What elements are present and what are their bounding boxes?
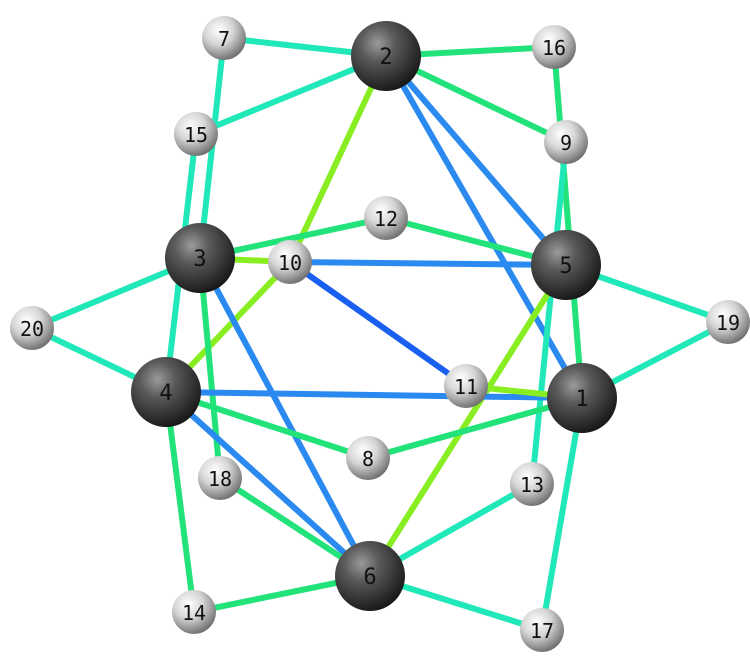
- atom-5: 5: [531, 230, 601, 300]
- bond-16-1: [551, 46, 585, 399]
- atom-18: 18: [198, 456, 242, 500]
- bond-10-11: [288, 259, 468, 389]
- atom-sphere-20: [10, 306, 54, 350]
- atom-sphere-3: [165, 223, 235, 293]
- atom-10: 10: [268, 240, 312, 284]
- bond-1-17: [539, 397, 585, 631]
- atom-9: 9: [544, 120, 588, 164]
- bond-4-1: [165, 389, 583, 401]
- atom-sphere-11: [444, 364, 488, 408]
- atom-14: 14: [172, 590, 216, 634]
- atom-16: 16: [532, 25, 576, 69]
- atom-4: 4: [131, 357, 201, 427]
- atom-sphere-18: [198, 456, 242, 500]
- bond-2-10: [287, 54, 389, 264]
- bond-10-5: [289, 259, 567, 268]
- atom-sphere-14: [172, 590, 216, 634]
- bond-3-6: [197, 256, 373, 578]
- bond-2-1: [383, 54, 585, 400]
- atom-8: 8: [346, 436, 390, 480]
- atom-label-17: 17: [530, 619, 554, 643]
- atom-7: 7: [202, 16, 246, 60]
- atom-label-16: 16: [542, 36, 566, 60]
- atom-label-7: 7: [218, 27, 230, 51]
- atom-label-12: 12: [374, 207, 398, 231]
- atom-sphere-16: [532, 25, 576, 69]
- atom-sphere-19: [706, 300, 750, 344]
- atom-label-1: 1: [575, 387, 588, 412]
- atom-label-10: 10: [278, 251, 302, 275]
- atom-13: 13: [510, 462, 554, 506]
- atom-sphere-9: [544, 120, 588, 164]
- atom-2: 2: [351, 21, 421, 91]
- bond-4-14: [163, 391, 197, 613]
- atom-11: 11: [444, 364, 488, 408]
- bond-9-13: [529, 141, 569, 485]
- atom-label-14: 14: [182, 601, 206, 625]
- atom-sphere-10: [268, 240, 312, 284]
- atom-label-15: 15: [184, 123, 208, 147]
- atom-label-20: 20: [20, 317, 44, 341]
- atom-label-3: 3: [193, 247, 206, 272]
- atom-sphere-13: [510, 462, 554, 506]
- atom-17: 17: [520, 608, 564, 652]
- bonds-layer: [30, 35, 730, 633]
- atom-label-13: 13: [520, 473, 544, 497]
- bond-4-6: [163, 389, 373, 579]
- bond-8-1: [367, 395, 583, 461]
- atom-15: 15: [174, 112, 218, 156]
- atom-sphere-17: [520, 608, 564, 652]
- atom-label-8: 8: [362, 447, 374, 471]
- atom-sphere-5: [531, 230, 601, 300]
- atom-sphere-2: [351, 21, 421, 91]
- atom-label-6: 6: [363, 565, 376, 590]
- atom-label-9: 9: [560, 131, 572, 155]
- atom-1: 1: [547, 363, 617, 433]
- bond-2-5: [383, 54, 569, 267]
- atom-20: 20: [10, 306, 54, 350]
- bond-5-6: [367, 263, 569, 578]
- atom-sphere-6: [335, 541, 405, 611]
- atom-6: 6: [335, 541, 405, 611]
- atom-sphere-15: [174, 112, 218, 156]
- atom-label-19: 19: [716, 311, 740, 335]
- atom-19: 19: [706, 300, 750, 344]
- atom-sphere-12: [364, 196, 408, 240]
- atom-label-18: 18: [208, 467, 232, 491]
- atom-sphere-7: [202, 16, 246, 60]
- atom-12: 12: [364, 196, 408, 240]
- atom-3: 3: [165, 223, 235, 293]
- atom-sphere-1: [547, 363, 617, 433]
- atom-label-2: 2: [379, 45, 392, 70]
- atom-label-5: 5: [559, 254, 572, 279]
- atom-sphere-4: [131, 357, 201, 427]
- bond-4-8: [165, 389, 369, 461]
- atom-sphere-8: [346, 436, 390, 480]
- atom-label-11: 11: [454, 375, 478, 399]
- atom-label-4: 4: [159, 381, 172, 406]
